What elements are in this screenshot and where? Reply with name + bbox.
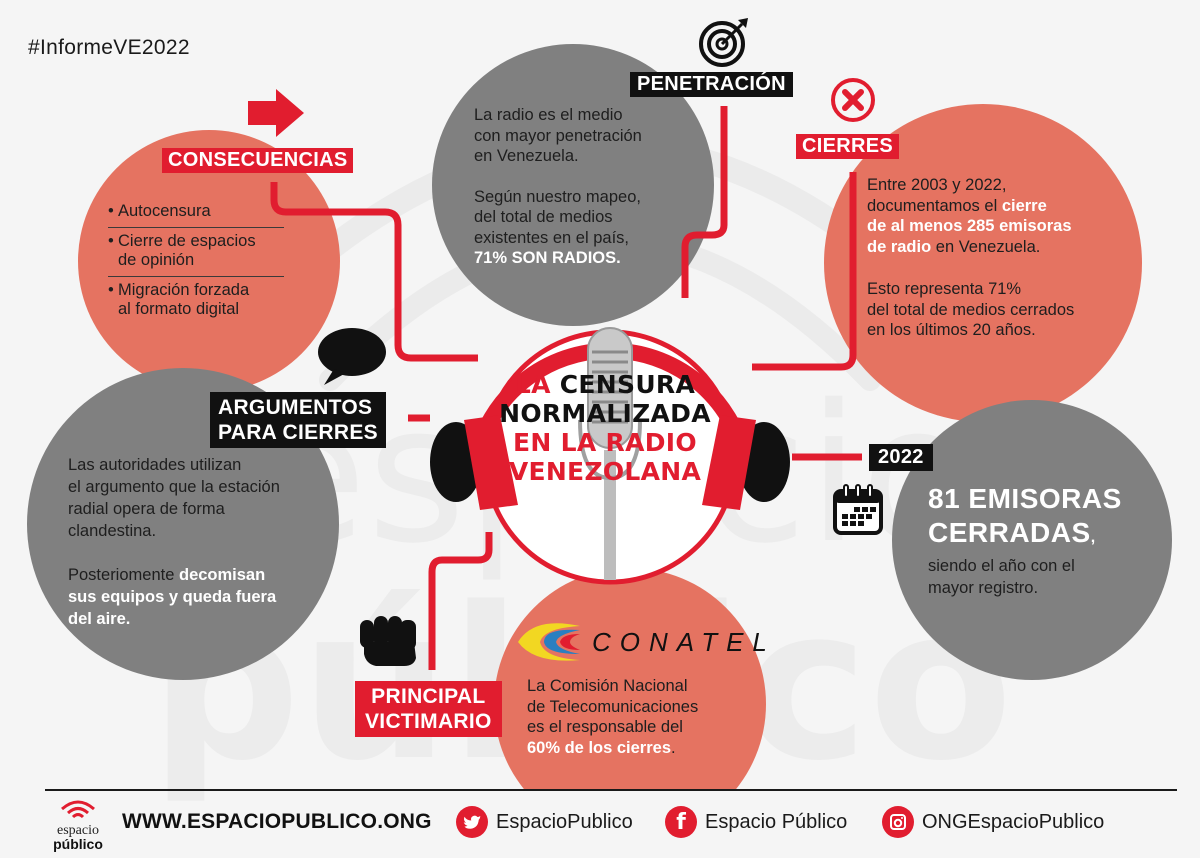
instagram-icon bbox=[882, 806, 914, 838]
headphones-microphone-icon bbox=[430, 327, 790, 585]
instagram-link[interactable]: ONGEspacioPublico bbox=[882, 806, 1104, 838]
consecuencias-label: CONSECUENCIAS bbox=[162, 148, 354, 173]
footer-logo: espacio público bbox=[48, 797, 108, 851]
year2022-circle bbox=[892, 400, 1172, 680]
title-la: LA bbox=[514, 370, 551, 399]
cierres-text: Entre 2003 y 2022, documentamos el cierr… bbox=[867, 176, 1075, 339]
penetracion-text: La radio es el medio con mayor penetraci… bbox=[474, 106, 642, 267]
footer-divider bbox=[45, 789, 1177, 791]
center-title: LA CENSURA NORMALIZADA EN LA RADIO VENEZ… bbox=[485, 370, 725, 486]
victimario-label: PRINCIPAL VICTIMARIO bbox=[355, 681, 502, 737]
victimario-text: La Comisión Nacional de Telecomunicacion… bbox=[527, 677, 699, 757]
year2022-headline: 81 EMISORAS CERRADAS, bbox=[928, 483, 1122, 548]
year2022-label: 2022 bbox=[869, 444, 933, 471]
title-normalizada: NORMALIZADA bbox=[499, 399, 711, 428]
fist-icon bbox=[360, 616, 416, 666]
calendar-icon bbox=[833, 484, 883, 535]
website-link[interactable]: WWW.ESPACIOPUBLICO.ONG bbox=[122, 810, 432, 833]
cierres-label: CIERRES bbox=[796, 134, 900, 159]
conatel-logo-text: CONATEL bbox=[592, 627, 776, 657]
facebook-icon: f bbox=[665, 806, 697, 838]
year2022-subtext: siendo el año con el mayor registro. bbox=[928, 557, 1075, 597]
title-censura: CENSURA bbox=[559, 370, 696, 399]
list-item: •Autocensura bbox=[108, 198, 284, 228]
title-venezolana: VENEZOLANA bbox=[508, 457, 702, 486]
victimario-circle bbox=[494, 568, 766, 790]
conatel-logo-icon bbox=[518, 623, 580, 661]
argumentos-text: Las autoridades utilizan el argumento qu… bbox=[68, 456, 280, 628]
broadcast-waves-icon bbox=[61, 800, 95, 819]
target-icon bbox=[699, 18, 748, 67]
twitter-icon bbox=[456, 806, 488, 838]
facebook-link[interactable]: f Espacio Público bbox=[665, 806, 847, 838]
hashtag: #InformeVE2022 bbox=[28, 36, 190, 59]
penetracion-label: PENETRACIÓN bbox=[630, 72, 793, 97]
title-en-la-radio: EN LA RADIO bbox=[513, 428, 697, 457]
close-circle-icon bbox=[831, 78, 875, 122]
consecuencias-circle bbox=[78, 130, 340, 392]
speech-bubble-icon bbox=[318, 328, 386, 385]
twitter-link[interactable]: EspacioPublico bbox=[456, 806, 633, 838]
connector-lines bbox=[270, 106, 862, 670]
argumentos-label: ARGUMENTOS PARA CIERRES bbox=[210, 392, 386, 448]
arrow-right-icon bbox=[248, 89, 304, 137]
